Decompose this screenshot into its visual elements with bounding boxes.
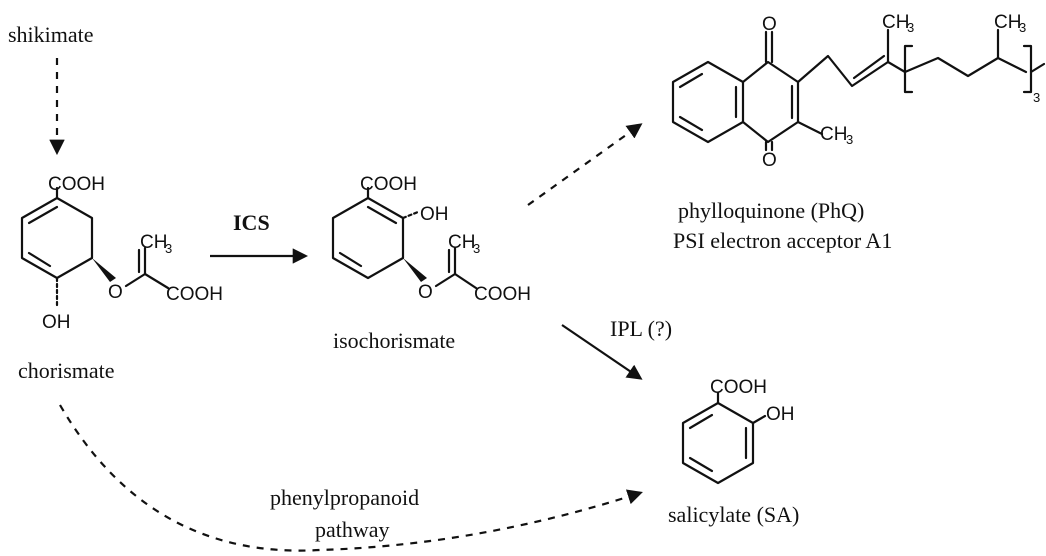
phq-bottom-o: O bbox=[762, 150, 777, 171]
phq-top-o: O bbox=[762, 14, 777, 35]
ics-enzyme-label: ICS bbox=[233, 210, 270, 235]
chorismate-ether-o: O bbox=[108, 282, 123, 303]
salicylate-label: salicylate (SA) bbox=[668, 502, 799, 527]
phylloquinone-structure: O O CH 3 CH 3 CH 3 3 bbox=[671, 12, 1046, 171]
phylloquinone-label: phylloquinone (PhQ) bbox=[678, 198, 864, 223]
salicylate-structure: COOH OH bbox=[681, 377, 795, 485]
phq-repeat-count: 3 bbox=[1033, 90, 1040, 105]
ipl-enzyme-label: IPL (?) bbox=[610, 316, 672, 341]
isochorismate-label: isochorismate bbox=[333, 328, 455, 353]
ipl-arrow bbox=[561, 324, 643, 380]
salicylate-cooh: COOH bbox=[710, 377, 767, 398]
phenylpropanoid-arrow bbox=[59, 404, 643, 552]
chorismate-ch3-sub: 3 bbox=[165, 241, 172, 256]
chorismate-ch3: CH bbox=[140, 232, 167, 253]
isochorismate-oh: OH bbox=[420, 204, 449, 225]
shikimate-label: shikimate bbox=[8, 22, 94, 47]
chorismate-cooh: COOH bbox=[48, 174, 105, 195]
phq-chain-ch3: CH bbox=[882, 12, 909, 33]
chorismate-side-cooh: COOH bbox=[166, 284, 223, 305]
isochorismate-cooh: COOH bbox=[360, 174, 417, 195]
isochorismate-side-cooh: COOH bbox=[474, 284, 531, 305]
salicylate-oh: OH bbox=[766, 404, 795, 425]
phq-repeat-ch3: CH bbox=[994, 12, 1021, 33]
chorismate-structure: COOH OH O CH 3 COOH bbox=[20, 174, 223, 333]
phq-ring-ch3: CH bbox=[820, 124, 847, 145]
phenylpropanoid-label-line2: pathway bbox=[315, 517, 390, 542]
isochorismate-structure: COOH OH O CH 3 COOH bbox=[331, 174, 531, 305]
isochorismate-to-phq-arrow bbox=[527, 123, 643, 206]
isochorismate-ch3-sub: 3 bbox=[473, 241, 480, 256]
phq-chain-ch3-sub: 3 bbox=[907, 20, 914, 35]
phenylpropanoid-label-line1: phenylpropanoid bbox=[270, 485, 419, 510]
isochorismate-ether-o: O bbox=[418, 282, 433, 303]
phq-ring-ch3-sub: 3 bbox=[846, 132, 853, 147]
isochorismate-ch3: CH bbox=[448, 232, 475, 253]
phq-repeat-ch3-sub: 3 bbox=[1019, 20, 1026, 35]
psi-acceptor-label: PSI electron acceptor A1 bbox=[673, 228, 892, 253]
chorismate-label: chorismate bbox=[18, 358, 115, 383]
chorismate-oh: OH bbox=[42, 312, 71, 333]
